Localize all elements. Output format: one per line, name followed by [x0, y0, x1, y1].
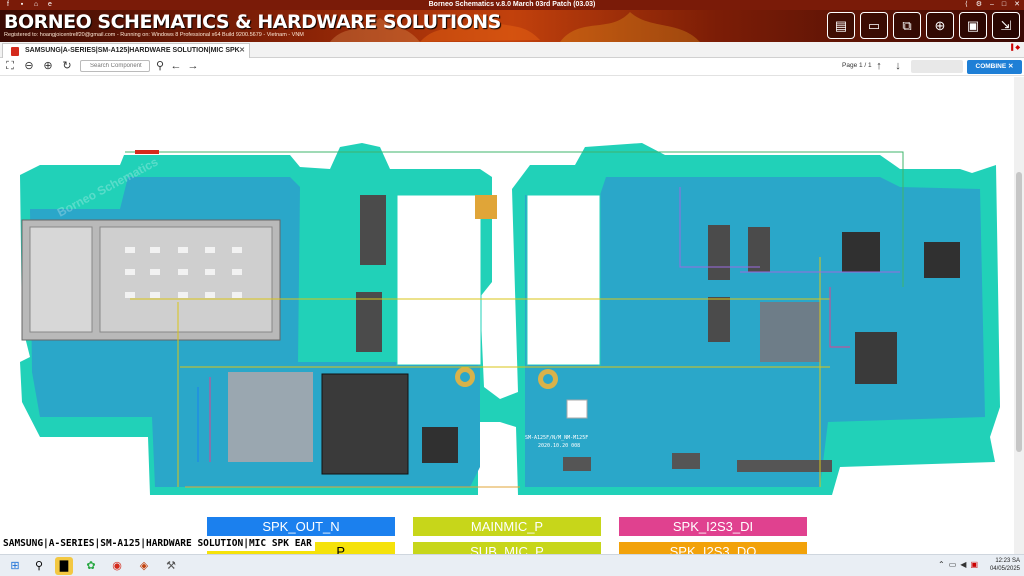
combine-label: COMBINE: [975, 63, 1007, 70]
tab-bar: SAMSUNG|A-SERIES|SM-A125|HARDWARE SOLUTI…: [0, 42, 1024, 68]
net-spk-i2s3-di[interactable]: SPK_I2S3_DI: [619, 517, 807, 536]
tab-close-icon[interactable]: ✕: [239, 47, 245, 54]
page-down-icon[interactable]: ↓: [895, 60, 901, 72]
folder-icon[interactable]: ▣: [959, 12, 987, 39]
forward-arrow-icon[interactable]: →: [187, 60, 199, 72]
search-taskbar-icon[interactable]: ⚲: [34, 560, 44, 572]
silkscreen-model: SM-A125F/N/M_NM-M125F: [525, 435, 588, 441]
zoom-icon[interactable]: ⊕: [926, 12, 954, 39]
quick-access: f ▪ ⌂ e: [4, 1, 54, 9]
clock-time: 12:23 SA: [995, 558, 1020, 564]
start-icon[interactable]: ⊞: [10, 560, 20, 572]
left-soc: [321, 373, 409, 475]
registration-info: Registered to: hoangjoicentrelf20@gmail.…: [4, 32, 304, 38]
schematic-viewer[interactable]: Borneo Schematics SM-A125F/N/M_NM-M125F …: [0, 77, 1014, 554]
brand-logo-icon: ▌◆: [1011, 45, 1020, 51]
net-spk-out-n[interactable]: SPK_OUT_N: [207, 517, 395, 536]
brand-title: BORNEO SCHEMATICS & HARDWARE SOLUTIONS: [4, 11, 501, 33]
maximize-button[interactable]: □: [1001, 1, 1007, 8]
left-cutout: [396, 194, 482, 366]
app-green-icon[interactable]: ✿: [86, 560, 96, 572]
page-indicator: Page 1 / 1: [842, 62, 872, 69]
tool-icon[interactable]: ⚒: [166, 560, 176, 572]
refresh-icon[interactable]: ↻: [62, 60, 72, 72]
net-field[interactable]: [911, 60, 963, 73]
system-tray: ⌃ ▭ ◀ ▣: [938, 560, 978, 569]
tab-document[interactable]: SAMSUNG|A-SERIES|SM-A125|HARDWARE SOLUTI…: [2, 43, 250, 68]
net-spk-i2s3-do[interactable]: SPK_I2S3_DO: [619, 542, 807, 554]
browser-icon[interactable]: e: [48, 1, 52, 8]
board-icon[interactable]: ▭: [860, 12, 888, 39]
minimize-button[interactable]: –: [989, 1, 994, 8]
banner-tools: ▤ ▭ ⧉ ⊕ ▣ ⇲: [827, 12, 1020, 39]
search-component-input[interactable]: [80, 60, 150, 72]
window-controls: ⟨ ⚙ – □ ✕: [965, 0, 1020, 10]
zoom-out-icon[interactable]: ⊖: [24, 60, 34, 72]
network-icon[interactable]: ▭: [948, 560, 957, 569]
vertical-scrollbar[interactable]: [1014, 77, 1024, 554]
chrome-icon[interactable]: ◉: [112, 560, 122, 572]
right-cutout: [526, 194, 601, 366]
board-view[interactable]: Borneo Schematics SM-A125F/N/M_NM-M125F …: [0, 77, 1014, 554]
combine-button[interactable]: COMBINE ✕: [967, 60, 1022, 74]
tray-chevron-icon[interactable]: ⌃: [938, 560, 945, 569]
facebook-icon[interactable]: f: [7, 1, 9, 8]
page-up-icon[interactable]: ↑: [876, 60, 882, 72]
taskbar: ⊞ ⚲ ▇ ✿ ◉ ◈ ⚒ ⌃ ▭ ◀ ▣ 12:23 SA 04/05/202…: [0, 554, 1024, 576]
settings-icon[interactable]: ⚙: [975, 1, 982, 8]
left-bga: [228, 372, 313, 462]
viewer-toolbar: ⛶ ⊖ ⊕ ↻ ⚲ ← → Page 1 / 1 ↑ ↓ COMBINE ✕: [0, 58, 1024, 76]
borneo-app-icon[interactable]: ◈: [139, 560, 149, 572]
search-icon[interactable]: ⚲: [155, 60, 165, 72]
home-icon[interactable]: ⌂: [33, 1, 39, 8]
right-soc: [760, 302, 820, 362]
fit-screen-icon[interactable]: ⛶: [6, 60, 14, 72]
back-arrow-icon[interactable]: ←: [170, 60, 182, 72]
explorer-icon[interactable]: ▇: [55, 557, 73, 575]
clock-date: 04/05/2025: [989, 566, 1020, 572]
title-bar: f ▪ ⌂ e Borneo Schematics v.8.0 March 03…: [0, 0, 1024, 10]
net-sub-mic-p[interactable]: SUB_MIC_P: [413, 542, 601, 554]
close-button[interactable]: ✕: [1014, 1, 1020, 8]
layers-icon[interactable]: ⧉: [893, 12, 921, 39]
zoom-in-icon[interactable]: ⊕: [43, 60, 53, 72]
doc-icon[interactable]: ▤: [827, 12, 855, 39]
app-banner: BORNEO SCHEMATICS & HARDWARE SOLUTIONS R…: [0, 10, 1024, 42]
banner-flames: [330, 12, 700, 42]
document-label: SAMSUNG|A-SERIES|SM-A125|HARDWARE SOLUTI…: [0, 537, 315, 551]
share-icon[interactable]: ⟨: [964, 1, 968, 8]
net-mainmic-p[interactable]: MAINMIC_P: [413, 517, 601, 536]
clock[interactable]: 12:23 SA 04/05/2025: [990, 557, 1020, 573]
scrollbar-thumb[interactable]: [1016, 172, 1022, 452]
window-title: Borneo Schematics v.8.0 March 03rd Patch…: [428, 1, 596, 8]
silkscreen-date: 2020.10.20 008: [538, 443, 580, 449]
save-icon[interactable]: ▪: [20, 1, 24, 8]
pdf-icon: [11, 47, 19, 56]
antivirus-icon[interactable]: ▣: [970, 560, 978, 569]
export-icon[interactable]: ⇲: [992, 12, 1020, 39]
volume-icon[interactable]: ◀: [960, 560, 967, 569]
